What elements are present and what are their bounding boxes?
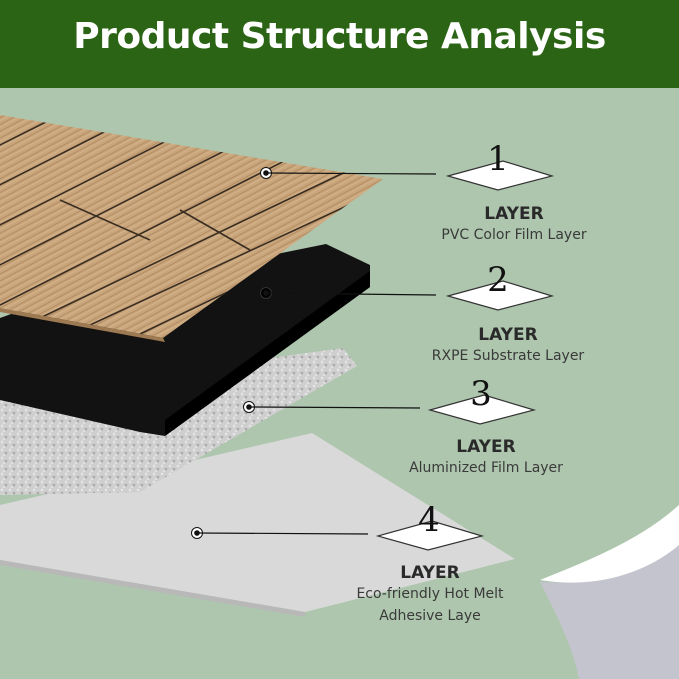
pvc-wood-layer xyxy=(0,115,383,338)
leader-line-3 xyxy=(243,401,421,413)
page-curl-shadow xyxy=(540,545,679,679)
rxpe-layer-side xyxy=(165,271,370,436)
layer-description: PVC Color Film Layer xyxy=(441,227,587,243)
layer-label-4: LAYER Eco-friendly Hot Melt Adhesive Lay… xyxy=(330,563,530,627)
layer-number-2: 2 xyxy=(487,260,509,300)
layer-number-3: 3 xyxy=(470,374,492,414)
layer-description: RXPE Substrate Layer xyxy=(431,348,585,364)
layer-description-line-2: Adhesive Laye xyxy=(379,608,481,624)
number-tile-4: 4 xyxy=(375,500,485,551)
number-tile-2: 2 xyxy=(445,260,555,311)
layer-heading: LAYER xyxy=(478,325,538,345)
layer-heading: LAYER xyxy=(484,204,544,224)
layer-label-1: LAYER PVC Color Film Layer xyxy=(414,204,614,246)
leader-line-4 xyxy=(191,527,369,539)
layer-heading: LAYER xyxy=(456,437,516,457)
page-title: Product Structure Analysis xyxy=(73,16,606,57)
number-tile-1: 1 xyxy=(445,139,555,191)
layer-number-1: 1 xyxy=(487,139,509,179)
layer-number-4: 4 xyxy=(418,500,440,540)
layer-heading: LAYER xyxy=(400,563,460,583)
adhesive-layer-edge xyxy=(0,560,305,617)
layer-description-line-1: Eco-friendly Hot Melt xyxy=(356,586,504,602)
number-tile-3: 3 xyxy=(427,374,537,425)
layer-label-2: LAYER RXPE Substrate Layer xyxy=(408,325,608,367)
pvc-wood-layer-edge xyxy=(0,308,165,342)
wood-plank-seams xyxy=(0,115,383,335)
layer-description: Aluminized Film Layer xyxy=(409,460,563,476)
leader-line-1 xyxy=(260,167,437,179)
page-curl xyxy=(540,505,679,583)
leader-line-2 xyxy=(260,287,437,299)
layer-label-3: LAYER Aluminized Film Layer xyxy=(386,437,586,479)
header-banner: Product Structure Analysis xyxy=(0,0,679,88)
